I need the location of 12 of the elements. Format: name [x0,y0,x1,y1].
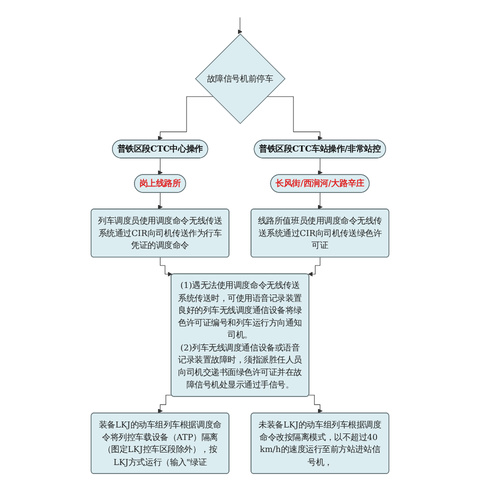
arrow [238,17,242,34]
arrow [318,192,323,210]
arrow [266,96,323,141]
node-diamond: 故障信号机前停车 [195,34,286,124]
arrow [158,96,214,141]
arrow [308,257,320,277]
arrow [160,257,172,277]
arrow [308,394,323,414]
arrow [318,158,323,176]
arrow [158,158,163,176]
arrow [158,394,172,414]
arrow [158,192,163,210]
